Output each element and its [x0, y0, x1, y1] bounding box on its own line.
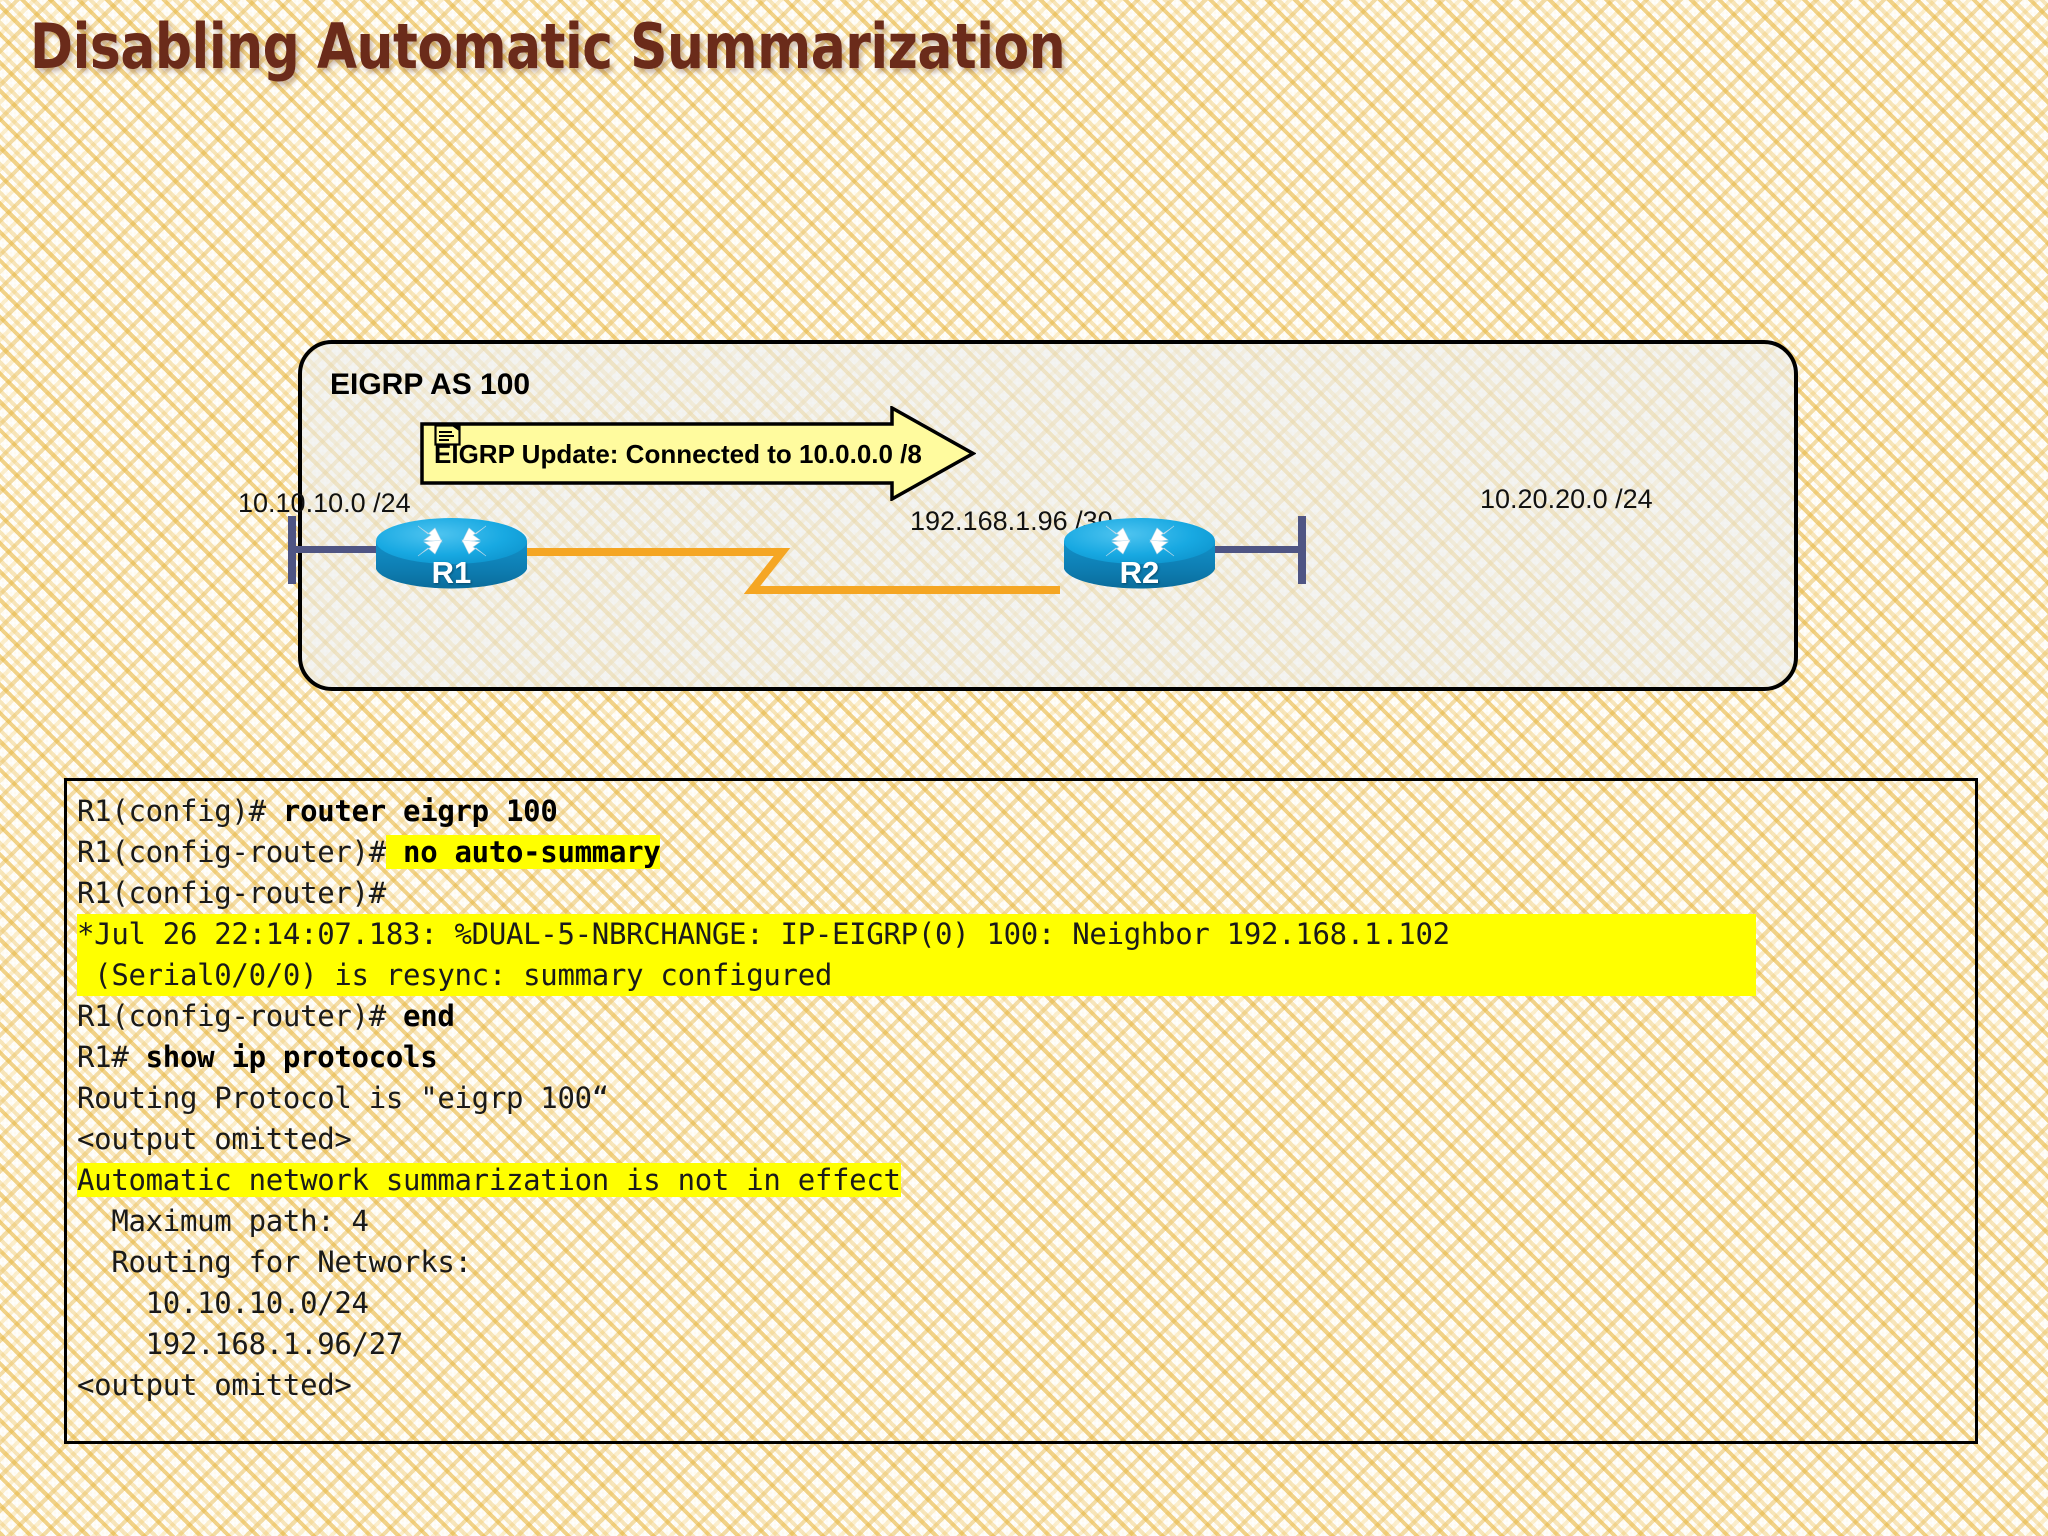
console-output: Routing for Networks: — [77, 1245, 472, 1279]
console-prompt: R1# — [77, 1040, 129, 1074]
page-title: Disabling Automatic Summarization — [30, 10, 1066, 83]
right-network-label: 10.20.20.0 /24 — [1480, 484, 1653, 514]
eigrp-as-label: EIGRP AS 100 — [330, 368, 531, 401]
console-lines: R1(config)# router eigrp 100 R1(config-r… — [67, 781, 1975, 1406]
console-output: 192.168.1.96/27 — [77, 1327, 404, 1361]
console-line: (Serial0/0/0) is resync: summary configu… — [77, 955, 1975, 996]
console-output: (Serial0/0/0) is resync: summary configu… — [77, 958, 833, 992]
console-prompt: R1(config-router)# — [77, 876, 386, 910]
banner-label: EIGRP Update: Connected to 10.0.0.0 /8 — [434, 438, 922, 469]
console-prompt: R1(config-router)# — [77, 835, 386, 869]
console-output: *Jul 26 22:14:07.183: %DUAL-5-NBRCHANGE:… — [77, 917, 1450, 951]
console-line: 10.10.10.0/24 — [77, 1283, 1975, 1324]
console-line: Routing Protocol is "eigrp 100“ — [77, 1078, 1975, 1119]
console-line: R1(config)# router eigrp 100 — [77, 791, 1975, 832]
console-output: Routing Protocol is "eigrp 100“ — [77, 1081, 609, 1115]
cisco-router-icon — [376, 518, 527, 589]
console-command: no auto-summary — [385, 835, 661, 869]
console-line: R1(config-router)# no auto-summary — [77, 832, 1975, 873]
console-prompt: R1(config-router)# — [77, 999, 386, 1033]
console-line: Automatic network summarization is not i… — [77, 1160, 1975, 1201]
console-output: Automatic network summarization is not i… — [77, 1163, 901, 1197]
document-icon — [434, 424, 461, 446]
console-line: *Jul 26 22:14:07.183: %DUAL-5-NBRCHANGE:… — [77, 914, 1975, 955]
console-command: end — [385, 999, 455, 1033]
console-line: R1(config-router)# end — [77, 996, 1975, 1037]
console-command: router eigrp 100 — [265, 794, 558, 828]
router-r1[interactable]: R1 — [374, 516, 529, 594]
console-line: R1# show ip protocols — [77, 1037, 1975, 1078]
console-command: show ip protocols — [128, 1040, 438, 1074]
console-line: R1(config-router)# — [77, 873, 1975, 914]
console-line: Maximum path: 4 — [77, 1201, 1975, 1242]
console-output: 10.10.10.0/24 — [77, 1286, 369, 1320]
console-output: Maximum path: 4 — [77, 1204, 369, 1238]
console-line: <output omitted> — [77, 1119, 1975, 1160]
left-network-label: 10.10.10.0 /24 — [238, 488, 411, 518]
router-r2[interactable]: R2 — [1062, 516, 1217, 594]
console-output: <output omitted> — [77, 1122, 352, 1156]
console-output: <output omitted> — [77, 1368, 352, 1402]
cisco-router-icon — [1064, 518, 1215, 589]
console-output-box: R1(config)# router eigrp 100 R1(config-r… — [64, 778, 1978, 1444]
topology-panel: EIGRP AS 100 10.10.10.0 /24 192.168.1.96… — [238, 340, 1798, 691]
banner-content: EIGRP Update: Connected to 10.0.0.0 /8 — [434, 424, 922, 484]
eigrp-update-banner: EIGRP Update: Connected to 10.0.0.0 /8 — [420, 406, 976, 501]
console-line: 192.168.1.96/27 — [77, 1324, 1975, 1365]
console-line: <output omitted> — [77, 1365, 1975, 1406]
console-line: Routing for Networks: — [77, 1242, 1975, 1283]
console-prompt: R1(config)# — [77, 794, 266, 828]
serial-link — [524, 548, 1060, 594]
banner-arrow-shape — [420, 406, 976, 501]
